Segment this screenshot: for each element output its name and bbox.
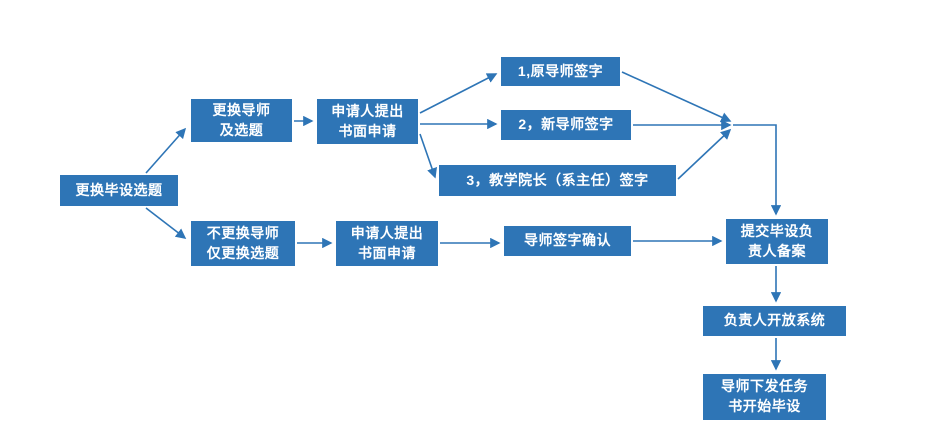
node-change-advisor-and-topic: 更换导师 及选题 [191,99,292,142]
node-change-graduation-topic: 更换毕设选题 [60,175,178,206]
node-keep-advisor-change-topic: 不更换导师 仅更换选题 [191,221,295,266]
node-written-application-bottom: 申请人提出 书面申请 [336,221,438,266]
arrow-junction-to-submit [733,124,782,216]
node-written-application-top: 申请人提出 书面申请 [317,99,418,144]
arrow-start-to-keep-advisor [145,207,187,239]
node-advisor-signature-confirm: 导师签字确认 [504,226,631,256]
arrow-start-to-change-advisor [145,127,187,174]
arrow-sign1-to-junction [621,71,732,123]
node-leader-opens-system: 负责人开放系统 [703,306,846,336]
node-original-advisor-signature: 1,原导师签字 [501,57,620,86]
node-dean-signature: 3，教学院长（系主任）签字 [439,165,676,196]
node-advisor-issues-taskbook: 导师下发任务 书开始毕设 [703,374,826,420]
node-submit-to-leader-record: 提交毕设负 责人备案 [726,219,828,264]
arrow-apply-to-sign1 [419,73,498,114]
node-new-advisor-signature: 2，新导师签字 [501,110,631,140]
arrow-apply-to-sign3 [419,133,437,179]
arrow-sign3-to-junction [677,128,732,180]
